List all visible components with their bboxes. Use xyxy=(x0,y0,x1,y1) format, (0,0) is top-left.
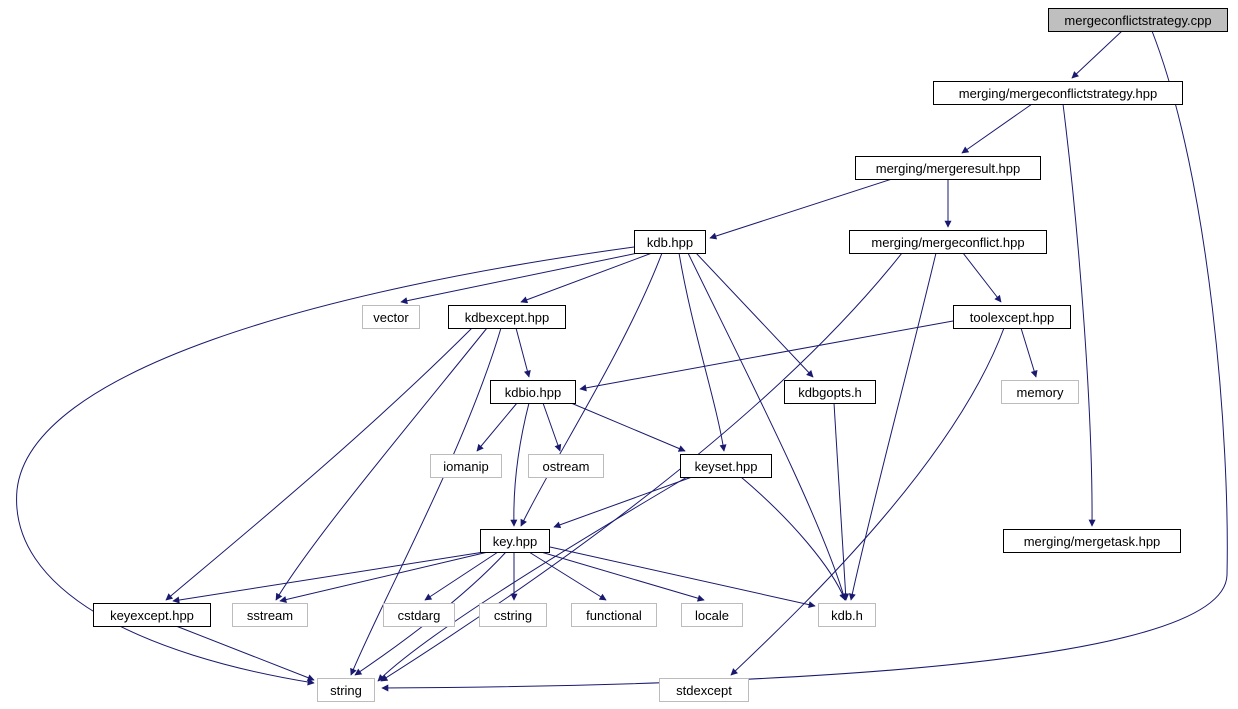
node-merging-mergeresult-hpp[interactable]: merging/mergeresult.hpp xyxy=(855,156,1041,180)
edge-kdb-hpp-to-kdbgopts-h xyxy=(695,252,814,378)
edge-keyexcept-hpp-to-string xyxy=(175,625,315,681)
node-keyexcept-hpp[interactable]: keyexcept.hpp xyxy=(93,603,211,627)
edge-kdb-hpp-to-keyset-hpp xyxy=(678,252,727,452)
edge-kdb-hpp-to-kdb-h xyxy=(687,252,847,601)
edge-mergeconflict-hpp-to-kdb-h xyxy=(848,252,937,601)
edge-key-hpp-to-keyexcept-hpp xyxy=(172,551,485,604)
node-sstream: sstream xyxy=(232,603,308,627)
edge-keyset-hpp-to-string xyxy=(377,476,688,682)
edge-kdb-hpp-to-kdbexcept-hpp xyxy=(520,252,653,304)
node-key-hpp[interactable]: key.hpp xyxy=(480,529,550,553)
node-cstdarg: cstdarg xyxy=(383,603,455,627)
edge-kdbexcept-hpp-to-sstream xyxy=(275,327,488,601)
edge-key-hpp-to-sstream xyxy=(279,551,489,603)
edge-mergeresult-hpp-to-kdb-hpp xyxy=(709,178,893,240)
edge-cpp-to-mergeconflictstrategy-hpp xyxy=(1071,30,1123,79)
node-kdb-h: kdb.h xyxy=(818,603,876,627)
edge-kdb-hpp-to-string xyxy=(16,246,635,686)
node-kdbio-hpp[interactable]: kdbio.hpp xyxy=(490,380,576,404)
node-merging-mergeconflict-hpp[interactable]: merging/mergeconflict.hpp xyxy=(849,230,1047,254)
node-cstring: cstring xyxy=(479,603,547,627)
node-vector: vector xyxy=(362,305,420,329)
node-merging-mergetask-hpp[interactable]: merging/mergetask.hpp xyxy=(1003,529,1181,553)
edge-toolexcept-hpp-to-stdexcept xyxy=(730,327,1005,676)
node-mergeconflictstrategy-cpp: mergeconflictstrategy.cpp xyxy=(1048,8,1228,32)
edge-cpp-to-string xyxy=(381,30,1228,692)
node-functional: functional xyxy=(571,603,657,627)
edge-kdbio-hpp-to-keyset-hpp xyxy=(570,402,686,452)
edge-mergeconflict-hpp-to-toolexcept-hpp xyxy=(962,252,1002,303)
edge-key-hpp-to-kdb-h xyxy=(549,546,816,609)
node-memory: memory xyxy=(1001,380,1079,404)
edge-kdbexcept-hpp-to-string xyxy=(350,327,502,676)
node-kdbgopts-h[interactable]: kdbgopts.h xyxy=(784,380,876,404)
node-keyset-hpp[interactable]: keyset.hpp xyxy=(680,454,772,478)
edge-keyset-hpp-to-key-hpp xyxy=(553,476,693,529)
edge-kdbexcept-hpp-to-keyexcept-hpp xyxy=(165,327,473,601)
node-merging-mergeconflictstrategy-hpp[interactable]: merging/mergeconflictstrategy.hpp xyxy=(933,81,1183,105)
node-kdb-hpp[interactable]: kdb.hpp xyxy=(634,230,706,254)
edge-mergeconflictstrategy-hpp-to-mergetask-hpp xyxy=(1062,103,1096,527)
node-iomanip: iomanip xyxy=(430,454,502,478)
node-locale: locale xyxy=(681,603,743,627)
edge-kdb-hpp-to-key-hpp xyxy=(520,252,663,527)
edge-key-hpp-to-locale xyxy=(540,551,705,602)
node-stdexcept: stdexcept xyxy=(659,678,749,702)
edge-kdb-hpp-to-vector xyxy=(400,252,639,305)
edge-kdbio-hpp-to-ostream xyxy=(542,402,562,452)
edge-kdbexcept-hpp-to-kdbio-hpp xyxy=(515,327,531,378)
edge-kdbio-hpp-to-iomanip xyxy=(476,402,518,452)
node-ostream: ostream xyxy=(528,454,604,478)
node-kdbexcept-hpp[interactable]: kdbexcept.hpp xyxy=(448,305,566,329)
edge-kdbgopts-h-to-kdb-h xyxy=(833,402,850,601)
node-string: string xyxy=(317,678,375,702)
edge-mergeconflictstrategy-hpp-to-mergeresult-hpp xyxy=(961,103,1033,154)
edge-key-hpp-to-cstdarg xyxy=(424,551,499,601)
node-toolexcept-hpp[interactable]: toolexcept.hpp xyxy=(953,305,1071,329)
edge-keyset-hpp-to-kdb-h xyxy=(740,476,846,601)
edge-toolexcept-hpp-to-kdbio-hpp xyxy=(579,320,954,392)
edge-toolexcept-hpp-to-memory xyxy=(1020,327,1038,378)
edge-key-hpp-to-functional xyxy=(528,551,607,601)
edge-kdbio-hpp-to-key-hpp xyxy=(510,402,530,527)
